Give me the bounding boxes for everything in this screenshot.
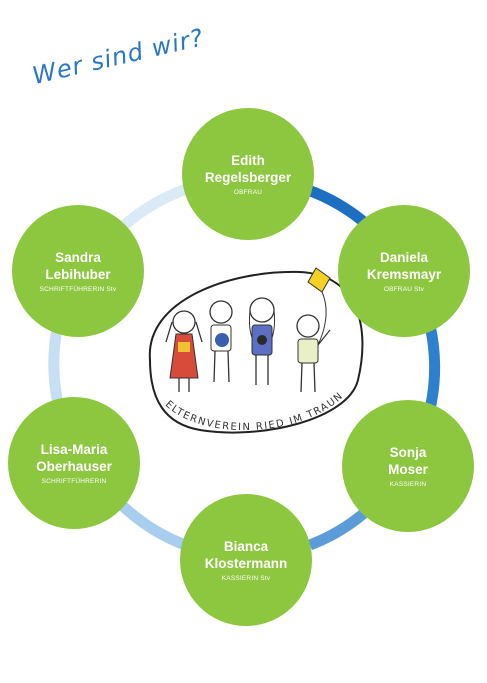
member-first-name: Daniela bbox=[379, 250, 429, 265]
kite-icon bbox=[307, 267, 331, 346]
member-last-name: Regelsberger bbox=[204, 170, 292, 185]
member-circle-edith: Edith Regelsberger OBFRAU bbox=[182, 108, 314, 240]
child-figure-2-icon bbox=[209, 300, 233, 383]
child-figure-3-icon bbox=[249, 297, 275, 385]
member-first-name: Sandra bbox=[55, 250, 101, 265]
member-circle-bianca: Bianca Klostermann KASSIERIN Stv bbox=[180, 494, 312, 626]
member-last-name: Kremsmayr bbox=[366, 267, 442, 282]
member-role: SCHRIFTFÜHRERIN bbox=[41, 478, 107, 485]
member-circle-sonja: Sonja Moser KASSIERIN bbox=[342, 400, 474, 532]
member-first-name: Lisa-Maria bbox=[40, 442, 108, 457]
child-figure-1-icon bbox=[165, 310, 203, 392]
member-role: OBFRAU Stv bbox=[383, 286, 425, 293]
member-last-name: Moser bbox=[388, 462, 428, 477]
member-last-name: Oberhauser bbox=[36, 459, 112, 474]
child-figure-4-icon bbox=[296, 314, 331, 393]
member-first-name: Edith bbox=[231, 153, 265, 168]
member-circle-daniela: Daniela Kremsmayr OBFRAU Stv bbox=[338, 205, 470, 337]
member-role: KASSIERIN bbox=[389, 481, 427, 488]
member-role: KASSIERIN Stv bbox=[221, 575, 271, 582]
member-circle-lisa-maria: Lisa-Maria Oberhauser SCHRIFTFÜHRERIN bbox=[8, 397, 140, 529]
member-role: OBFRAU bbox=[233, 189, 263, 196]
member-first-name: Sonja bbox=[389, 445, 427, 460]
member-role: SCHRIFTFÜHRERIN Stv bbox=[39, 286, 117, 293]
member-first-name: Bianca bbox=[223, 539, 269, 554]
member-circle-sandra: Sandra Lebihuber SCHRIFTFÜHRERIN Stv bbox=[12, 205, 144, 337]
member-last-name: Klostermann bbox=[204, 556, 288, 571]
member-last-name: Lebihuber bbox=[45, 267, 111, 282]
